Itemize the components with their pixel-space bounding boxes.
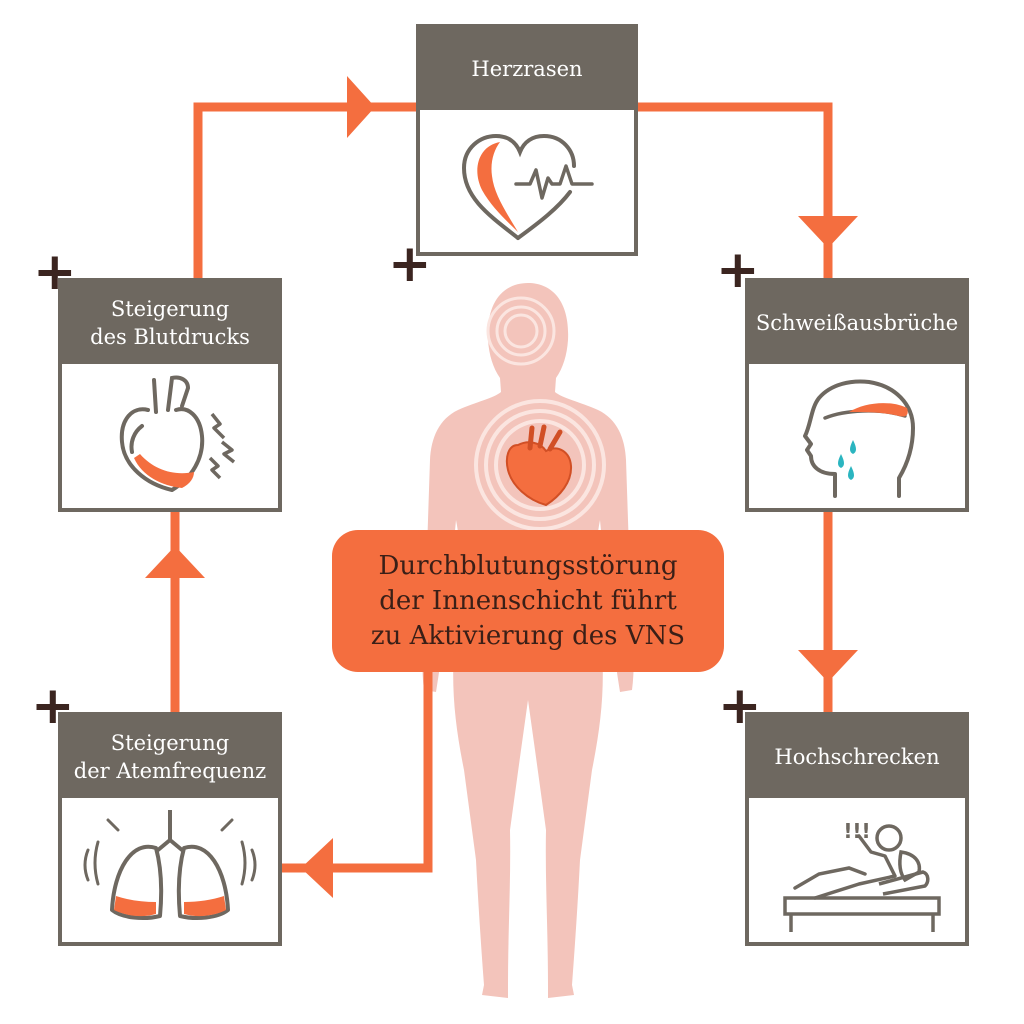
center-cause-box: Durchblutungsstörung der Innenschicht fü… bbox=[332, 530, 724, 672]
card-title: Schweißausbrüche bbox=[749, 282, 965, 364]
exclamation-marks: !!! bbox=[843, 819, 870, 843]
card-title: Hochschrecken bbox=[749, 716, 965, 798]
plus-sign-herzrasen: + bbox=[388, 234, 432, 294]
plus-sign-blutdruck: + bbox=[33, 242, 77, 302]
center-line-2: der Innenschicht führt bbox=[379, 585, 677, 616]
card-blutdruck: Steigerung des Blutdrucks bbox=[58, 278, 282, 512]
card-atemfrequenz: Steigerung der Atemfrequenz bbox=[58, 712, 282, 946]
startled-in-bed-icon: !!! bbox=[749, 800, 965, 942]
chest-heart-icon bbox=[505, 424, 573, 507]
card-hochschrecken: Hochschrecken !!! bbox=[745, 712, 969, 946]
lungs-icon bbox=[62, 800, 278, 942]
sweating-head-icon bbox=[749, 366, 965, 508]
plus-sign-hochschrecken: + bbox=[718, 676, 762, 736]
card-title: Herzrasen bbox=[420, 28, 634, 110]
card-herzrasen: Herzrasen bbox=[416, 24, 638, 256]
heart-pulse-icon bbox=[420, 112, 634, 252]
center-line-1: Durchblutungsstörung bbox=[378, 550, 678, 581]
center-line-3: zu Aktivierung des VNS bbox=[370, 620, 686, 651]
heart-pressure-icon bbox=[62, 366, 278, 508]
arrow-down-right-upper bbox=[798, 216, 858, 248]
card-title: Steigerung des Blutdrucks bbox=[62, 282, 278, 364]
plus-sign-atemfrequenz: + bbox=[31, 676, 75, 736]
flow-arrowheads bbox=[145, 76, 858, 898]
arrow-up-left bbox=[145, 546, 205, 578]
arrow-right-top bbox=[347, 76, 375, 138]
chest-glow-rings bbox=[474, 399, 606, 531]
card-title: Steigerung der Atemfrequenz bbox=[62, 716, 278, 798]
arrow-down-right-lower bbox=[798, 650, 858, 682]
head-glow-rings bbox=[486, 296, 556, 366]
plus-sign-schweiss: + bbox=[716, 240, 760, 300]
arrow-left-bottom bbox=[301, 838, 333, 898]
card-schweissausbrueche: Schweißausbrüche bbox=[745, 278, 969, 512]
